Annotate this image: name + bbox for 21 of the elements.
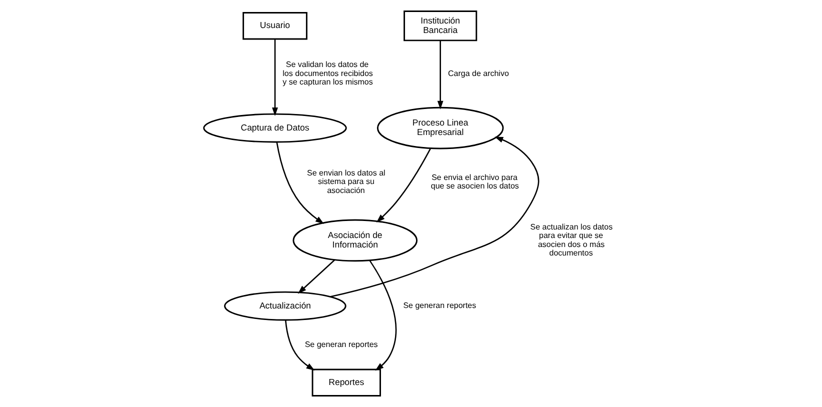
edge-label: Se actualizan los datos para evitar que se asocien dos o más documentos	[530, 222, 613, 258]
edge-label: Se generan reportes	[304, 340, 378, 349]
arrow	[330, 136, 540, 298]
arrow	[276, 142, 324, 224]
edge-label: Se generan reportes	[403, 301, 476, 310]
arrow	[284, 320, 315, 370]
edge-label: Carga de archivo	[448, 68, 509, 78]
edge-label: Se envian los datos al sistema para su asociación	[307, 168, 386, 195]
edge-label: Se envia el archivo para que se asocien los datos	[430, 172, 519, 191]
arrow	[272, 39, 278, 116]
node-ellipse: Captura de Datos	[203, 113, 347, 143]
arrow	[298, 259, 336, 294]
node-ellipse: Asociación de Información	[292, 219, 418, 262]
node-ellipse: Actualización	[224, 291, 346, 321]
node-box: Usuario	[242, 12, 308, 40]
node-box: Institución Bancaria	[404, 10, 478, 42]
arrow	[437, 40, 444, 110]
arrow	[369, 260, 397, 371]
node-box: Reportes	[312, 368, 381, 396]
edge-label: Se validan los datos de los documentos recibidos y se capturan los mismos	[282, 60, 373, 87]
arrow	[376, 148, 432, 222]
